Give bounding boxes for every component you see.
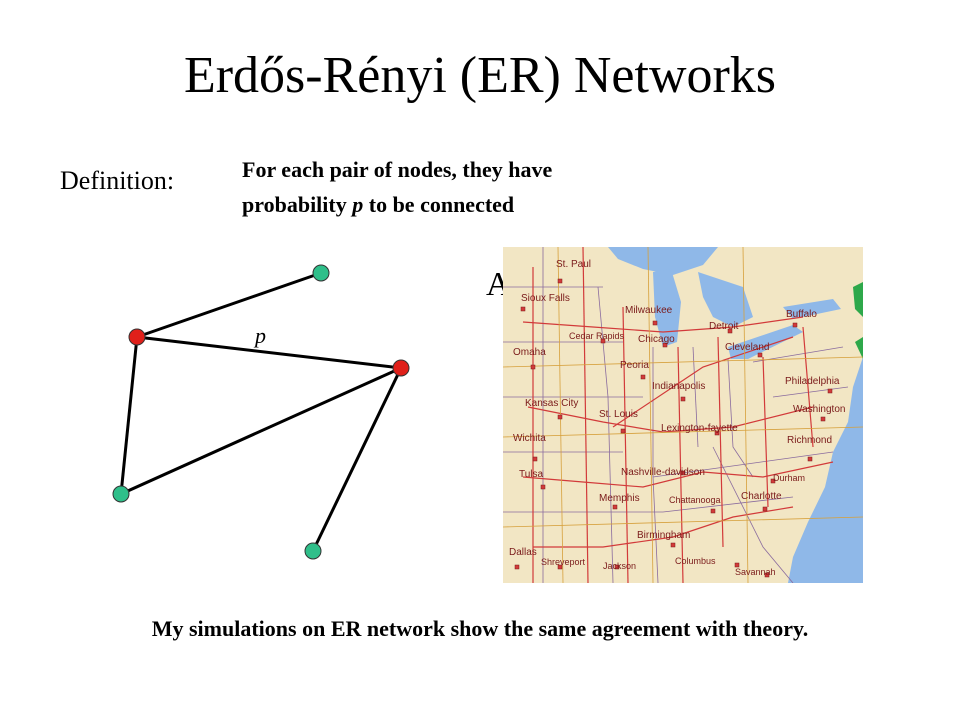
lake-ontario — [783, 299, 841, 319]
city-label: Chattanooga — [669, 495, 721, 505]
us-map-image: St. Paul Sioux Falls Milwaukee Detroit B… — [503, 247, 863, 583]
graph-node-red — [128, 328, 146, 346]
city-label: Columbus — [675, 556, 716, 566]
city-label: Wichita — [513, 433, 546, 444]
city-label: Durham — [773, 473, 806, 483]
city-label: Cleveland — [725, 342, 770, 353]
city-label: Milwaukee — [625, 305, 673, 316]
city-label: Dallas — [509, 547, 537, 558]
graph-edge — [120, 366, 402, 496]
city-label: Memphis — [599, 493, 640, 504]
city-label: Birmingham — [637, 530, 691, 541]
city-label: Tulsa — [519, 469, 544, 480]
city-label: Washington — [793, 404, 846, 415]
city-label: Omaha — [513, 347, 546, 358]
city-label: Buffalo — [786, 309, 817, 320]
green-patch — [853, 282, 863, 317]
definition-label: Definition: — [60, 166, 175, 195]
city-label: St. Paul — [556, 259, 592, 270]
atlantic-ocean — [788, 357, 863, 583]
city-label: Kansas City — [525, 398, 579, 409]
city-label: Sioux Falls — [521, 293, 570, 304]
graph-node-green — [312, 264, 330, 282]
city-label: Chicago — [638, 334, 675, 345]
definition-text: For each pair of nodes, they have probab… — [242, 152, 632, 222]
graph-edge — [136, 271, 322, 339]
city-label: Detroit — [709, 321, 739, 332]
graph-node-green — [304, 542, 322, 560]
city-label: Peoria — [620, 360, 649, 371]
definition-text-before: For each pair of nodes, they have probab… — [242, 157, 553, 217]
definition-text-after: to be connected — [363, 192, 515, 217]
slide-title: Erdős-Rényi (ER) Networks — [183, 47, 777, 104]
map-drawing — [503, 247, 863, 583]
lake-erie — [728, 325, 803, 359]
graph-node-green — [112, 485, 130, 503]
city-label: Charlotte — [741, 491, 782, 502]
graph-node-red — [392, 359, 410, 377]
graph-edge — [311, 367, 403, 552]
city-label: Philadelphia — [785, 376, 840, 387]
definition-p: p — [352, 192, 364, 217]
city-label: Jackson — [603, 561, 637, 571]
edge-label-p: p — [253, 323, 266, 348]
green-patch — [855, 337, 863, 359]
city-label: Nashville-davidson — [621, 467, 705, 478]
lake-michigan — [653, 269, 681, 347]
graph-edge — [119, 336, 139, 495]
graph-edge — [136, 335, 402, 370]
city-label: Shreveport — [541, 557, 586, 567]
conclusion-text: My simulations on ER network show the sa… — [151, 616, 809, 641]
city-label: Lexington-fayette — [661, 423, 738, 434]
city-label: Richmond — [787, 435, 833, 446]
city-label: St. Louis — [599, 409, 638, 420]
lake-superior — [608, 247, 718, 275]
city-label: Indianapolis — [652, 381, 706, 392]
city-label: Cedar Rapids — [569, 331, 625, 341]
lake-huron — [698, 272, 753, 327]
city-label: Savannah — [735, 567, 776, 577]
